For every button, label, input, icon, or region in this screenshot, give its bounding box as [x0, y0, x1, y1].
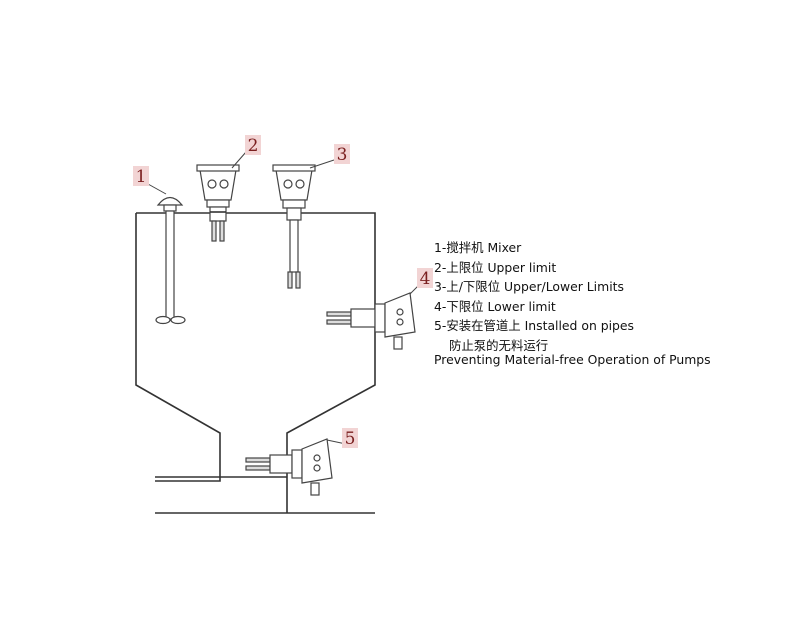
callout-3-label: 3: [337, 145, 348, 165]
callout-1: 1: [133, 166, 149, 187]
callout-5: 5: [342, 428, 358, 449]
legend-item-upper-lower-limits: 3-上/下限位 Upper/Lower Limits: [434, 279, 624, 294]
legend-item-installed-on-pipes: 5-安装在管道上 Installed on pipes: [434, 318, 634, 333]
level-switch-upper-lower: [272, 164, 316, 289]
callout-2-label: 2: [248, 136, 259, 156]
callout-4: 4: [417, 268, 433, 289]
legend-item-mixer: 1-搅拌机 Mixer: [434, 240, 522, 255]
callout-5-label: 5: [345, 429, 356, 449]
callout-3: 3: [334, 144, 350, 165]
callout-1-label: 1: [136, 167, 147, 187]
level-switch-lower: [326, 292, 416, 350]
legend-note-chinese: 防止泵的无料运行: [449, 337, 549, 353]
callout-4-label: 4: [420, 269, 431, 289]
silo-outline: [135, 212, 376, 514]
level-switch-pipe: [245, 438, 333, 496]
legend-note-english: Preventing Material-free Operation of Pu…: [434, 352, 711, 367]
legend-item-upper-limit: 2-上限位 Upper limit: [434, 259, 557, 275]
legend-item-lower-limit: 4-下限位 Lower limit: [434, 298, 556, 314]
callout-2: 2: [245, 135, 261, 156]
mixer: [155, 196, 186, 325]
level-switch-upper: [196, 164, 240, 242]
legend: 1-搅拌机 Mixer 2-上限位 Upper limit 3-上/下限位 Up…: [434, 238, 711, 370]
